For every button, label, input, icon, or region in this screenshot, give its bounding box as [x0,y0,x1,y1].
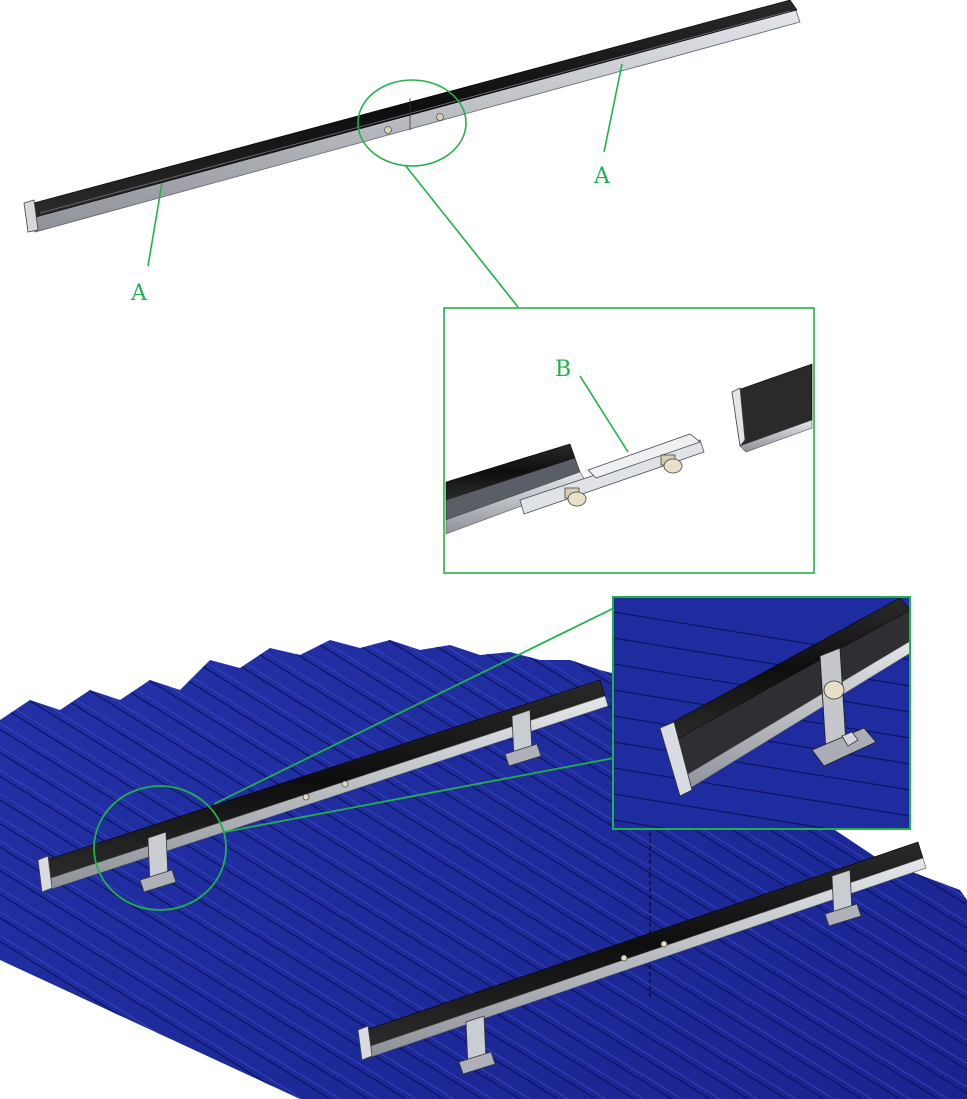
splice-detail-box: B [444,308,814,573]
callout-a-left: A [130,281,148,306]
callout-a-right-leader [604,64,622,152]
callout-b: B [555,357,571,382]
top-rail-assembly [24,0,800,232]
bracket-detail-box [613,597,912,868]
top-rail-side [30,8,800,232]
splice-zoom-leader [405,165,518,307]
callout-a-right: A [593,164,611,189]
detail-bolt-head [824,681,844,699]
